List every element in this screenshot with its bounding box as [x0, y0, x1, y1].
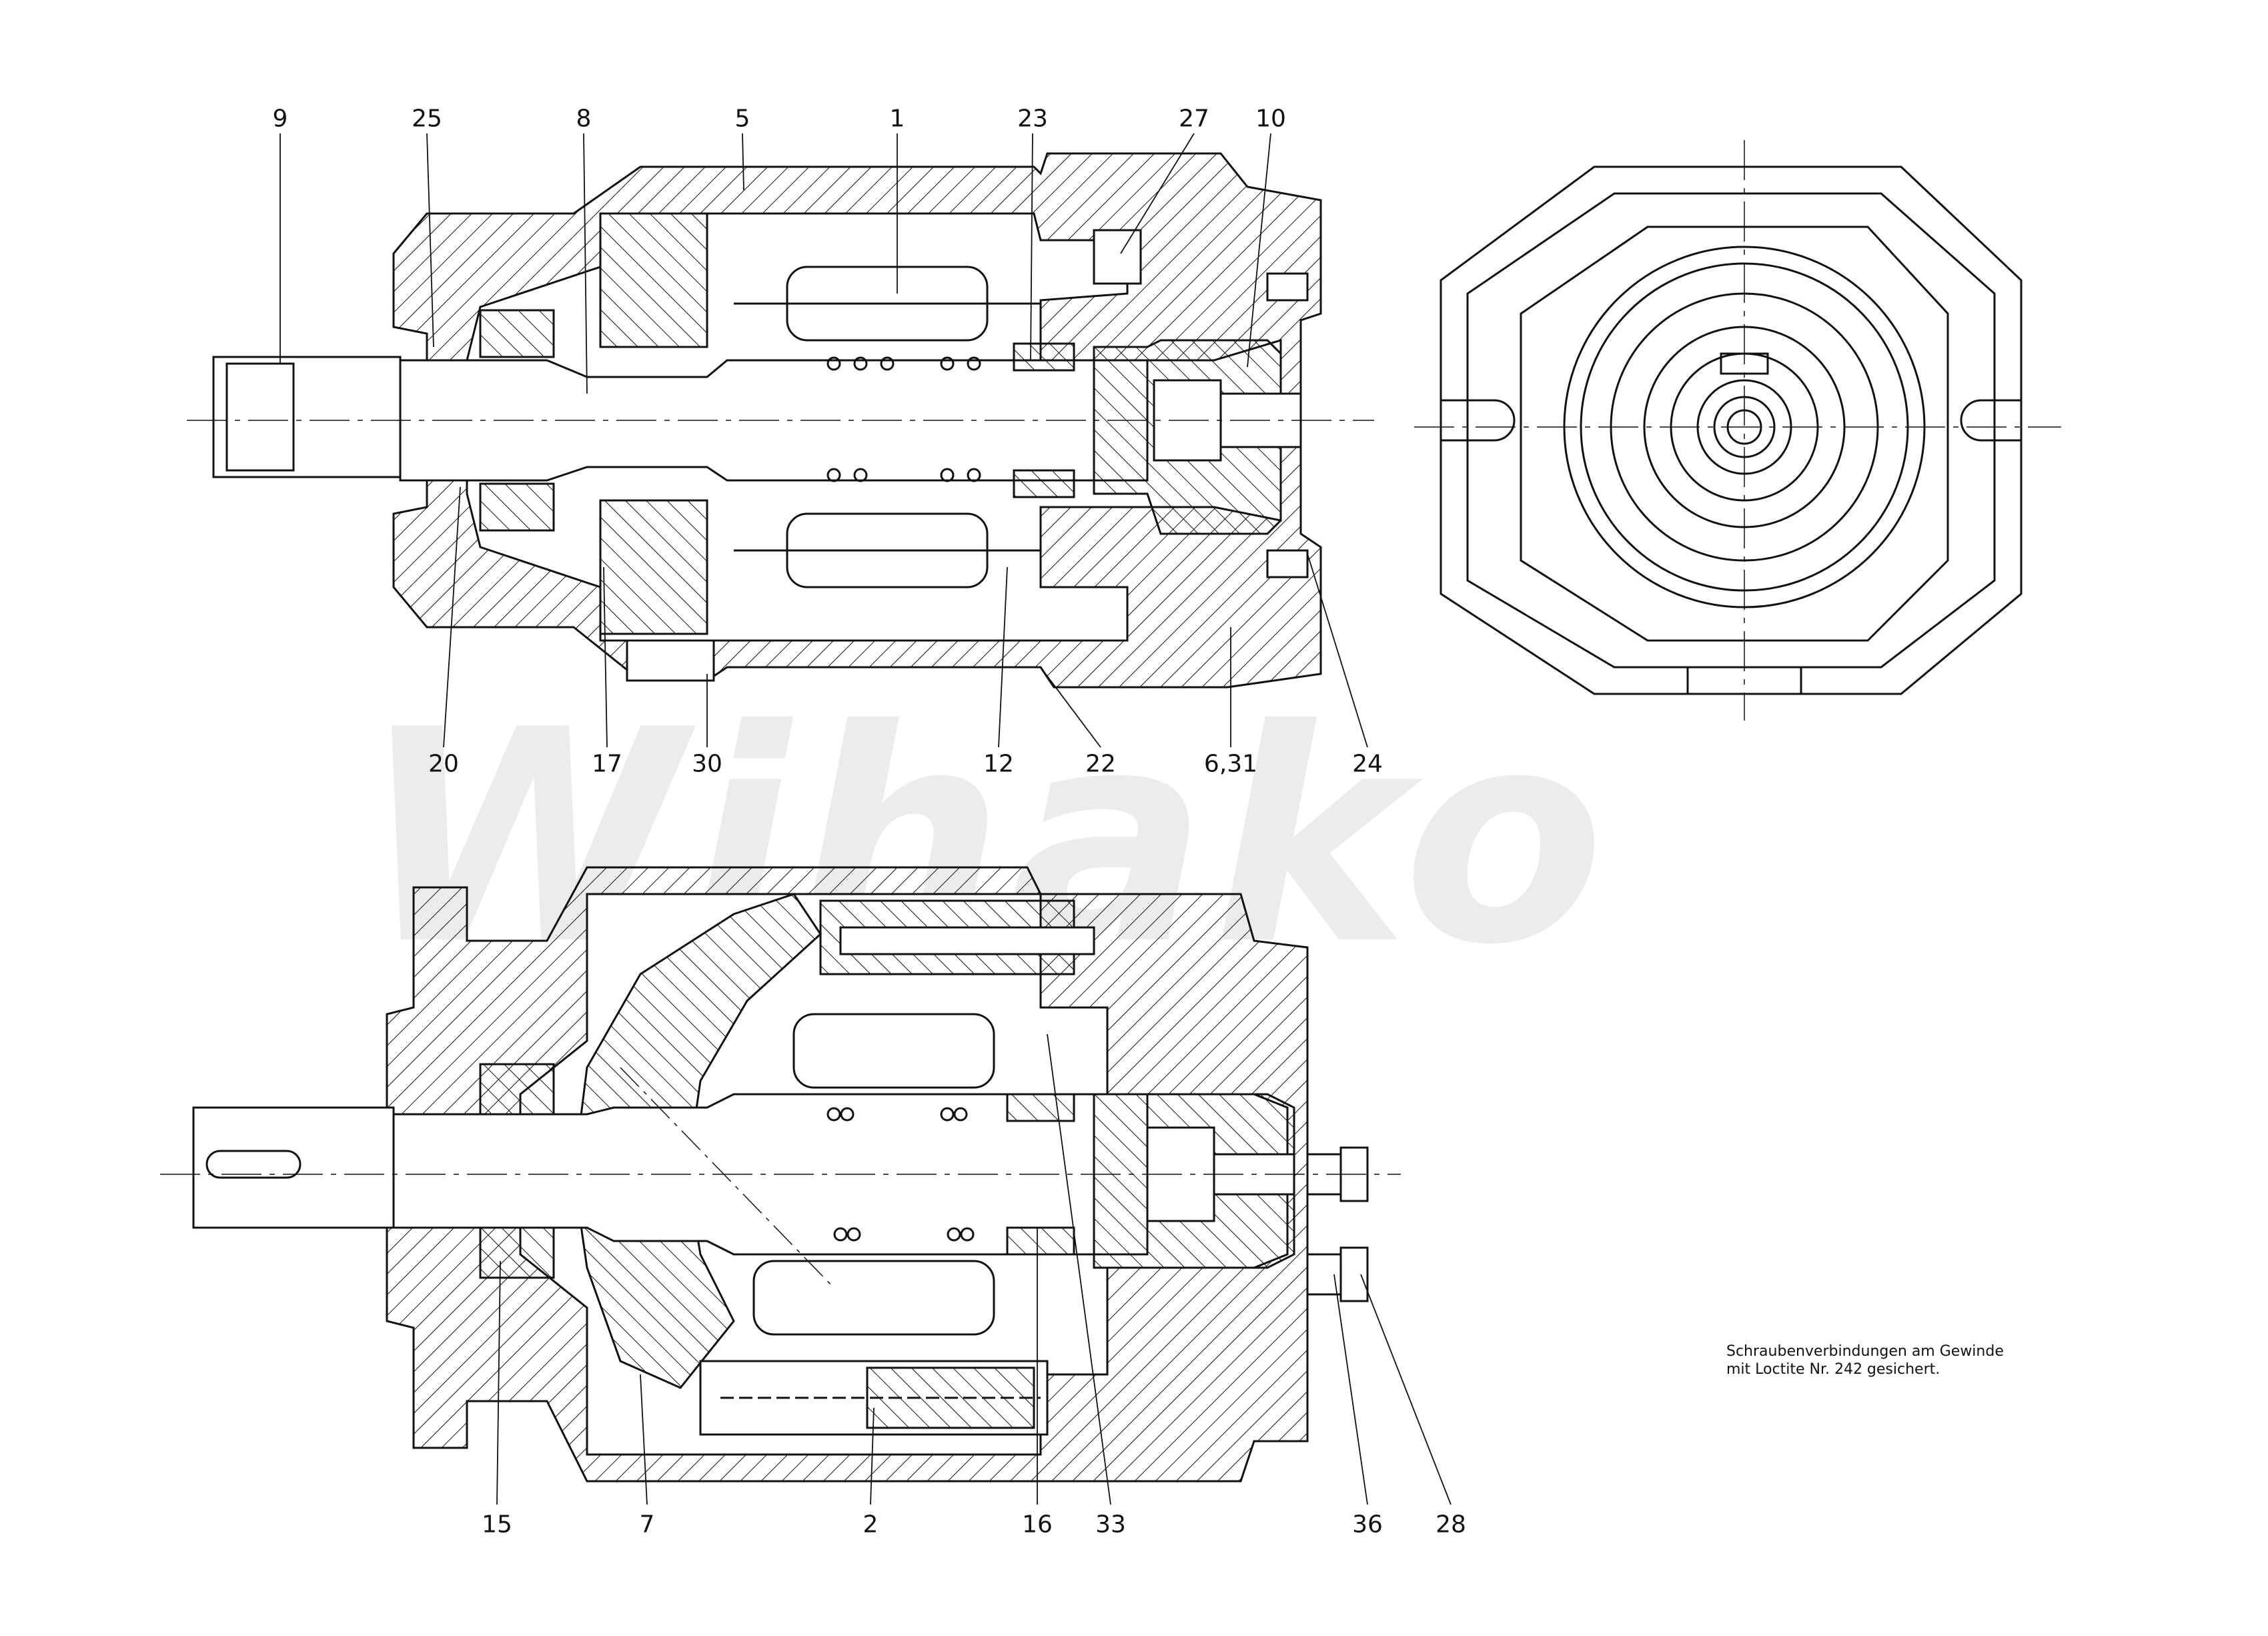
- callout-24: 24: [1352, 750, 1383, 778]
- bottom-swash-plate: [572, 893, 822, 1389]
- bottom-bearing-left-lower: [479, 1226, 555, 1279]
- top-screw-upper: [1266, 272, 1309, 302]
- bottom-piston-upper: [792, 1013, 995, 1089]
- end-view-mount-slot-right: [1960, 399, 2021, 442]
- callout-1: 1: [889, 105, 905, 133]
- top-bearing-left-lower: [479, 482, 555, 532]
- end-view: [1414, 140, 2061, 721]
- top-bearing-right-upper: [1013, 342, 1075, 372]
- top-bearing-right-lower: [1013, 469, 1075, 498]
- top-plug-27: [1093, 229, 1142, 285]
- callout-6-31: 6,31: [1203, 750, 1258, 778]
- callout-30: 30: [692, 750, 722, 778]
- top-cylinder-block-upper: [599, 212, 708, 348]
- end-view-housing-outer: [1440, 165, 2023, 695]
- top-plug-30: [626, 639, 715, 682]
- callout-7: 7: [639, 1511, 655, 1539]
- top-spring-upper: [826, 356, 981, 371]
- bottom-piston-lower: [752, 1260, 995, 1336]
- loctite-note-line-1: Schraubenverbindungen am Gewinde: [1726, 1343, 2004, 1360]
- end-view-housing-inner: [1466, 192, 1996, 669]
- top-screw-lower: [1266, 549, 1309, 578]
- callout-27: 27: [1179, 105, 1209, 133]
- callout-8: 8: [576, 105, 592, 133]
- callout-12: 12: [983, 750, 1014, 778]
- callout-17: 17: [592, 750, 622, 778]
- callout-5: 5: [734, 105, 750, 133]
- callout-9: 9: [272, 105, 288, 133]
- callout-28: 28: [1436, 1511, 1466, 1539]
- top-section-view: [187, 152, 1374, 689]
- callout-16: 16: [1022, 1511, 1053, 1539]
- top-spring-lower: [826, 468, 981, 482]
- top-leader-lines: [279, 133, 1368, 748]
- loctite-note: Schraubenverbindungen am Gewinde mit Loc…: [1726, 1342, 2004, 1378]
- callout-36: 36: [1352, 1511, 1383, 1539]
- callout-33: 33: [1095, 1511, 1126, 1539]
- loctite-note-line-2: mit Loctite Nr. 242 gesichert.: [1726, 1361, 1940, 1378]
- bottom-screw-28: [1306, 1253, 1342, 1296]
- bottom-bearing-right-lower: [1006, 1226, 1075, 1256]
- bottom-bearing-left-upper: [479, 1063, 555, 1116]
- callout-10: 10: [1255, 105, 1286, 133]
- callout-25: 25: [412, 105, 442, 133]
- top-bearing-left-upper: [479, 309, 555, 358]
- top-cylinder-block-lower: [599, 499, 708, 635]
- callout-23: 23: [1017, 105, 1048, 133]
- callout-20: 20: [428, 750, 459, 778]
- end-view-mount-slot-left: [1441, 399, 1516, 442]
- callout-15: 15: [482, 1511, 512, 1539]
- callout-2: 2: [863, 1511, 879, 1539]
- bottom-bearing-right-upper: [1006, 1093, 1075, 1122]
- bottom-leader-lines: [496, 1034, 1452, 1505]
- callout-22: 22: [1085, 750, 1116, 778]
- bottom-section-view: [160, 866, 1401, 1483]
- bottom-spring-upper: [826, 1107, 968, 1122]
- bottom-spring-lower: [833, 1227, 975, 1242]
